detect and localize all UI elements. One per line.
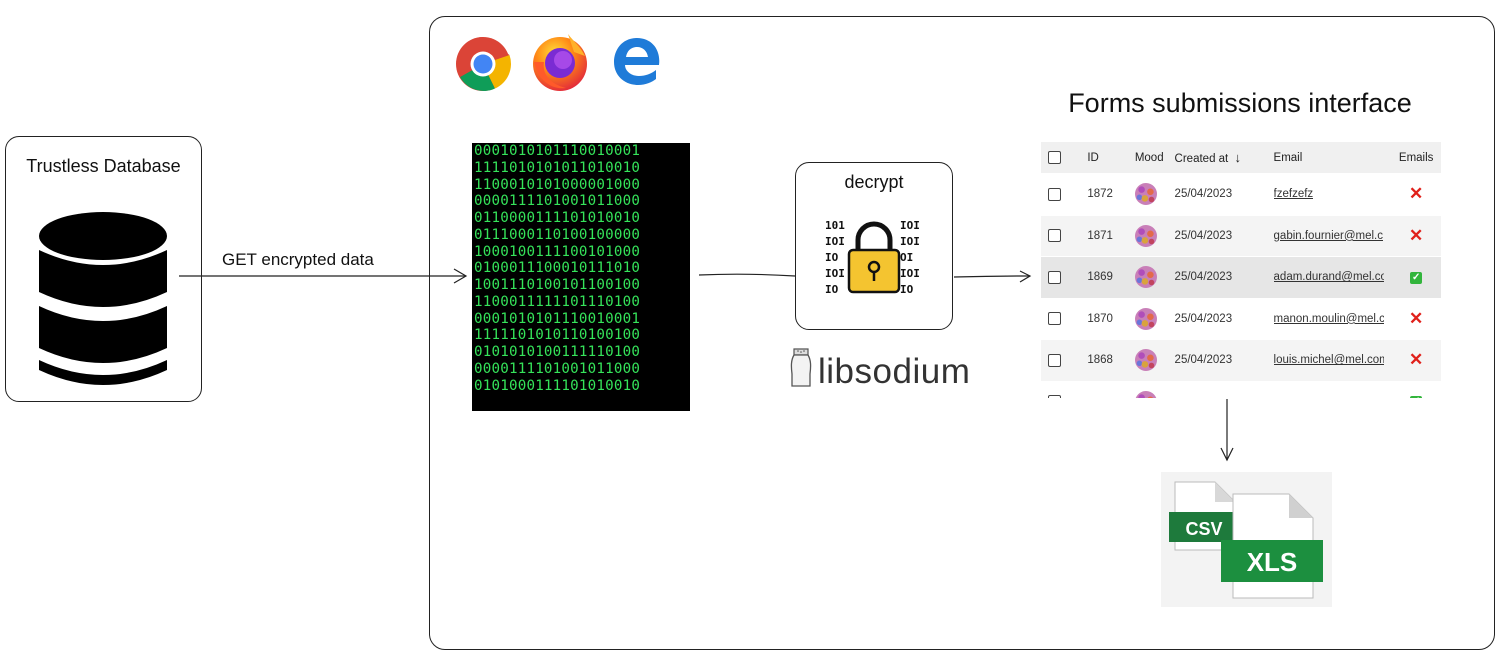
matrix-row: 0101000111101010010 xyxy=(474,377,641,394)
svg-text:101: 101 xyxy=(825,219,845,232)
row-checkbox[interactable] xyxy=(1048,395,1061,398)
browser-frame xyxy=(429,16,1495,650)
svg-text:IOI: IOI xyxy=(900,267,920,280)
export-files: CSV XLS xyxy=(1161,472,1332,607)
table-row[interactable]: 1868 25/04/2023 louis.michel@mel.com ✕ xyxy=(1041,339,1441,381)
matrix-row: 1001110100101100100 xyxy=(474,277,641,293)
column-header-email[interactable]: Email xyxy=(1273,142,1392,174)
table-row[interactable]: 1872 25/04/2023 fzefzefz ✕ xyxy=(1041,173,1441,215)
submissions-table: ID Mood Created at ↓ Email Emails 1872 2… xyxy=(1041,142,1441,398)
matrix-row: 0100011100010111010 xyxy=(474,260,641,277)
matrix-row: 0000111101001011000 xyxy=(474,193,641,210)
decrypt-box xyxy=(795,162,953,330)
matrix-to-decrypt-line xyxy=(698,273,796,277)
matrix-row: 0001010101110010001 xyxy=(474,143,641,159)
svg-text:OI: OI xyxy=(900,251,913,264)
mood-avatar xyxy=(1134,266,1157,289)
matrix-row: 1100011111101110100 xyxy=(474,293,641,310)
row-id: 1869 xyxy=(1087,256,1135,298)
row-created-date: 25/04/2023 xyxy=(1174,297,1274,340)
csv-label: CSV xyxy=(1185,519,1222,539)
cross-icon: ✕ xyxy=(1409,350,1424,370)
created-header-label: Created at xyxy=(1174,153,1229,165)
row-id: 1868 xyxy=(1087,339,1135,381)
database-icon xyxy=(39,212,167,385)
edge-icon xyxy=(614,38,660,85)
row-email-link[interactable]: manon.moulin@mel.c xyxy=(1273,312,1384,325)
column-header-id[interactable]: ID xyxy=(1087,142,1135,174)
arrow-down-icon: ↓ xyxy=(1234,150,1241,165)
decrypt-label: decrypt xyxy=(844,172,904,192)
matrix-row: 0110000111101010010 xyxy=(474,210,641,226)
matrix-row: 0000111101001011000 xyxy=(474,360,641,377)
matrix-row: 1111010101011010010 xyxy=(474,159,641,176)
table-header-row: ID Mood Created at ↓ Email Emails xyxy=(1041,142,1441,174)
table-row-partial: ✓ xyxy=(1041,380,1441,398)
column-header-emails[interactable]: Emails xyxy=(1391,142,1441,174)
row-checkbox[interactable] xyxy=(1048,353,1061,367)
matrix-row: 1000100111100101000 xyxy=(474,243,641,260)
svg-text:IO: IO xyxy=(825,251,839,264)
matrix-row: 0101010100111110100 xyxy=(474,344,641,360)
cross-icon: ✕ xyxy=(1409,184,1424,204)
database-box xyxy=(5,136,202,402)
svg-text:IOI: IOI xyxy=(900,235,920,248)
forms-title: Forms submissions interface xyxy=(1068,88,1412,118)
libsodium-label: libsodium xyxy=(818,352,971,391)
select-all-checkbox[interactable] xyxy=(1048,151,1061,164)
row-created-date: 25/04/2023 xyxy=(1174,173,1274,215)
decrypt-to-table-arrow xyxy=(953,270,1032,283)
row-checkbox[interactable] xyxy=(1048,187,1061,201)
row-email-link[interactable]: louis.michel@mel.com xyxy=(1273,354,1384,367)
get-request-label: GET encrypted data xyxy=(222,250,374,269)
row-id: 1871 xyxy=(1087,214,1135,257)
column-header-mood[interactable]: Mood xyxy=(1134,142,1175,174)
check-icon: ✓ xyxy=(1410,271,1423,284)
row-checkbox[interactable] xyxy=(1048,312,1061,326)
row-email-link[interactable]: gabin.fournier@mel.c xyxy=(1273,229,1384,242)
row-created-date: 25/04/2023 xyxy=(1174,339,1274,381)
row-id: 1870 xyxy=(1087,297,1135,340)
mood-avatar xyxy=(1134,307,1157,330)
chrome-icon xyxy=(456,37,511,91)
mood-avatar xyxy=(1134,390,1157,398)
xls-label: XLS xyxy=(1247,547,1298,577)
cross-icon: ✕ xyxy=(1409,308,1424,328)
mood-avatar xyxy=(1134,224,1157,247)
salt-shaker-icon xyxy=(790,348,812,387)
svg-text:IO: IO xyxy=(825,283,839,296)
table-row[interactable]: 1870 25/04/2023 manon.moulin@mel.c ✕ xyxy=(1041,297,1441,340)
mood-avatar xyxy=(1134,183,1157,206)
svg-text:IOI: IOI xyxy=(900,219,920,232)
svg-text:IO: IO xyxy=(900,283,914,296)
cross-icon: ✕ xyxy=(1409,225,1424,245)
matrix-row: 0001010101110010001 xyxy=(474,310,641,327)
firefox-icon xyxy=(533,34,587,91)
matrix-row: 1100010101000001000 xyxy=(474,176,641,193)
select-all-header xyxy=(1041,142,1088,174)
xls-file-icon: XLS xyxy=(1221,493,1323,599)
row-checkbox[interactable] xyxy=(1048,270,1061,284)
csv-file-icon: CSV xyxy=(1169,481,1239,551)
row-id: 1872 xyxy=(1087,173,1135,215)
table-row[interactable]: 1871 25/04/2023 gabin.fournier@mel.c ✕ xyxy=(1041,214,1441,257)
svg-text:IOI: IOI xyxy=(825,235,845,248)
table-row[interactable]: 1869 25/04/2023 adam.durand@mel.co ✓ xyxy=(1041,256,1441,298)
row-checkbox[interactable] xyxy=(1048,229,1061,243)
get-arrow xyxy=(179,268,468,284)
column-header-created[interactable]: Created at ↓ xyxy=(1174,142,1274,174)
row-created-date: 25/04/2023 xyxy=(1174,214,1274,257)
mood-avatar xyxy=(1134,349,1157,372)
matrix-row: 0111000110100100000 xyxy=(474,226,641,243)
database-title: Trustless Database xyxy=(26,156,181,176)
export-arrow xyxy=(1220,399,1234,462)
matrix-row: 1111101010110100100 xyxy=(474,327,641,344)
row-email-link[interactable]: fzefzefz xyxy=(1273,188,1314,201)
row-created-date: 25/04/2023 xyxy=(1174,256,1274,298)
row-email-link[interactable]: adam.durand@mel.co xyxy=(1273,271,1384,284)
encrypted-data-matrix: 0001010101110010001 1111010101011010010 … xyxy=(472,143,690,411)
check-icon: ✓ xyxy=(1410,396,1423,398)
svg-text:IOI: IOI xyxy=(825,267,845,280)
